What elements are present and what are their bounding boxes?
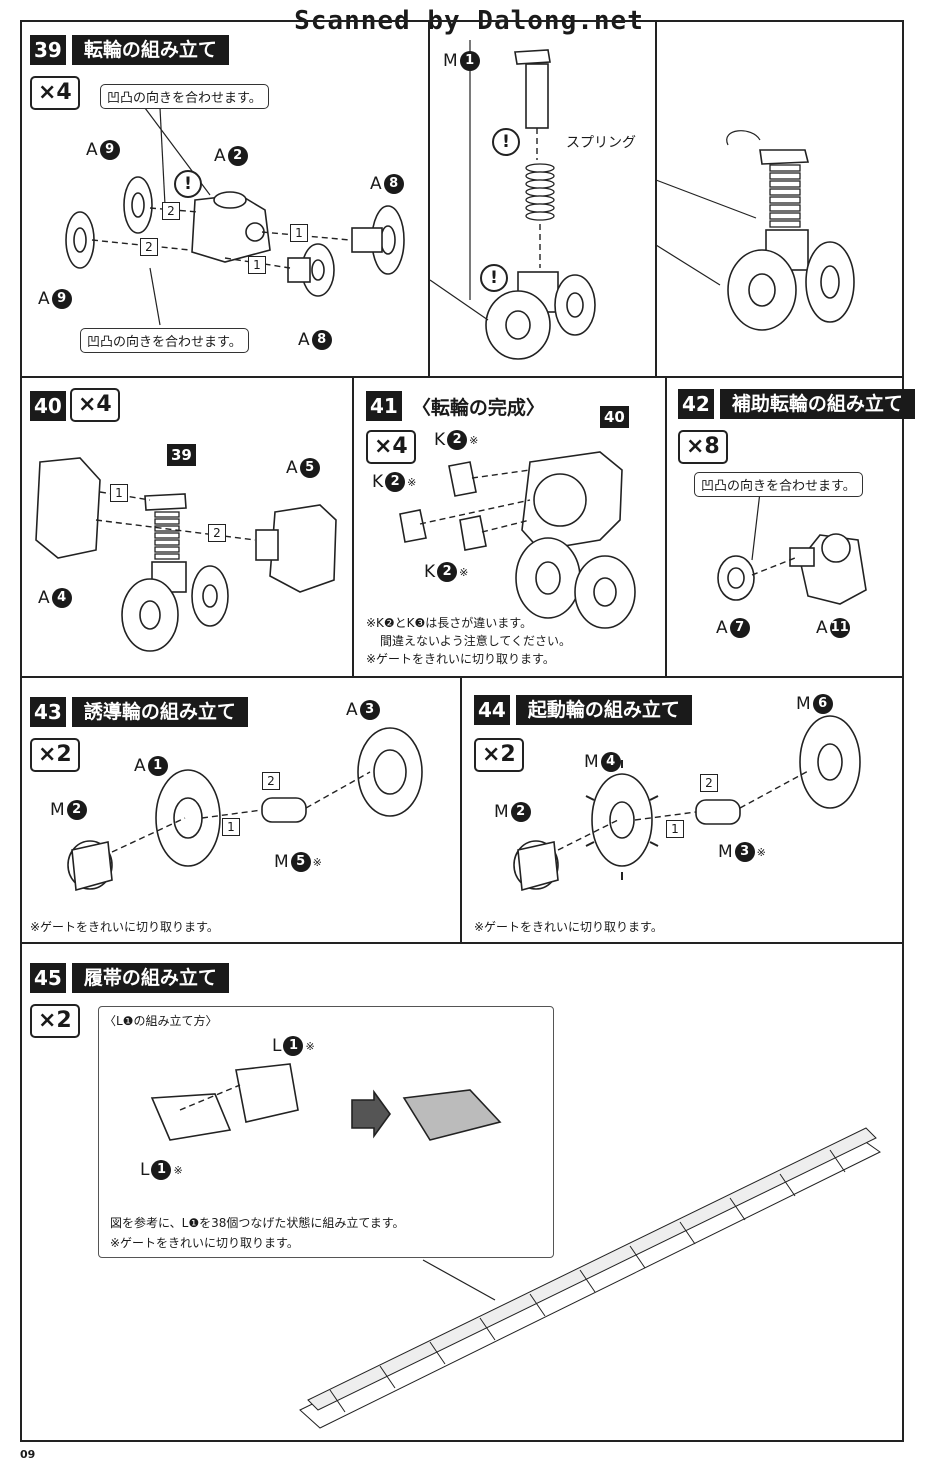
step-heading: 起動輪の組み立て <box>515 695 692 725</box>
track-link-inset <box>98 1006 554 1258</box>
page-number: 09 <box>20 1448 36 1461</box>
step-heading: 転輪の組み立て <box>71 35 229 65</box>
divider <box>665 376 667 676</box>
step-order-1: 1 <box>110 484 128 502</box>
alignment-callout: 凹凸の向きを合わせます。 <box>80 328 249 353</box>
page-frame <box>20 20 904 1442</box>
quantity-multiplier: ×2 <box>30 738 80 772</box>
step-reference: 40 <box>600 406 629 428</box>
step-45-title: 45 履帯の組み立て <box>30 962 229 994</box>
step-order-2: 2 <box>162 202 180 220</box>
step-40-title: 40 <box>30 390 72 422</box>
warning-icon: ! <box>492 128 520 156</box>
step-heading: 〈転輪の完成〉 <box>411 396 545 419</box>
divider <box>655 20 657 376</box>
step-heading: 補助転輪の組み立て <box>719 389 915 419</box>
divider <box>20 376 904 378</box>
divider <box>20 676 904 678</box>
step-number: 40 <box>30 391 66 421</box>
quantity-multiplier: ×8 <box>678 430 728 464</box>
step-order-1: 1 <box>248 256 266 274</box>
step-number: 44 <box>474 695 510 725</box>
alignment-callout: 凹凸の向きを合わせます。 <box>100 84 269 109</box>
step-order-1: 1 <box>222 818 240 836</box>
step-order-1: 1 <box>290 224 308 242</box>
step-heading: 誘導輪の組み立て <box>71 697 248 727</box>
quantity-multiplier: ×4 <box>70 388 120 422</box>
note-text: ※ゲートをきれいに切り取ります。 <box>474 920 663 934</box>
note-text: 図を参考に、L❶を38個つなげた状態に組み立てます。 <box>110 1216 405 1230</box>
step-number: 41 <box>366 391 402 421</box>
divider <box>352 376 354 676</box>
step-order-2: 2 <box>262 772 280 790</box>
step-42-title: 42 補助転輪の組み立て <box>678 388 915 420</box>
note-text: ※ゲートをきれいに切り取ります。 <box>30 920 219 934</box>
step-44-title: 44 起動輪の組み立て <box>474 694 692 726</box>
note-text: ※ゲートをきれいに切り取ります。 <box>110 1236 299 1250</box>
step-43-title: 43 誘導輪の組み立て <box>30 696 248 728</box>
spring-label: スプリング <box>566 135 636 151</box>
warning-icon: ! <box>174 170 202 198</box>
note-text: 間違えないよう注意してください。 <box>380 634 572 648</box>
divider <box>428 20 430 376</box>
quantity-multiplier: ×4 <box>30 76 80 110</box>
step-39-title: 39 転輪の組み立て <box>30 34 229 66</box>
quantity-multiplier: ×2 <box>474 738 524 772</box>
divider <box>460 676 462 942</box>
warning-icon: ! <box>480 264 508 292</box>
note-text: ※K❷とK❸は長さが違います。 <box>366 616 533 630</box>
divider <box>20 942 904 944</box>
step-order-1: 1 <box>666 820 684 838</box>
step-heading: 履帯の組み立て <box>71 963 229 993</box>
step-number: 39 <box>30 35 66 65</box>
quantity-multiplier: ×2 <box>30 1004 80 1038</box>
step-order-2: 2 <box>208 524 226 542</box>
note-text: ※ゲートをきれいに切り取ります。 <box>366 652 555 666</box>
step-reference: 39 <box>167 444 196 466</box>
step-order-2: 2 <box>140 238 158 256</box>
quantity-multiplier: ×4 <box>366 430 416 464</box>
inset-title: 〈L❶の組み立て方〉 <box>104 1014 218 1028</box>
alignment-callout: 凹凸の向きを合わせます。 <box>694 472 863 497</box>
step-number: 43 <box>30 697 66 727</box>
step-order-2: 2 <box>700 774 718 792</box>
step-number: 42 <box>678 389 714 419</box>
step-41-title: 41 〈転輪の完成〉 <box>366 390 545 422</box>
step-number: 45 <box>30 963 66 993</box>
